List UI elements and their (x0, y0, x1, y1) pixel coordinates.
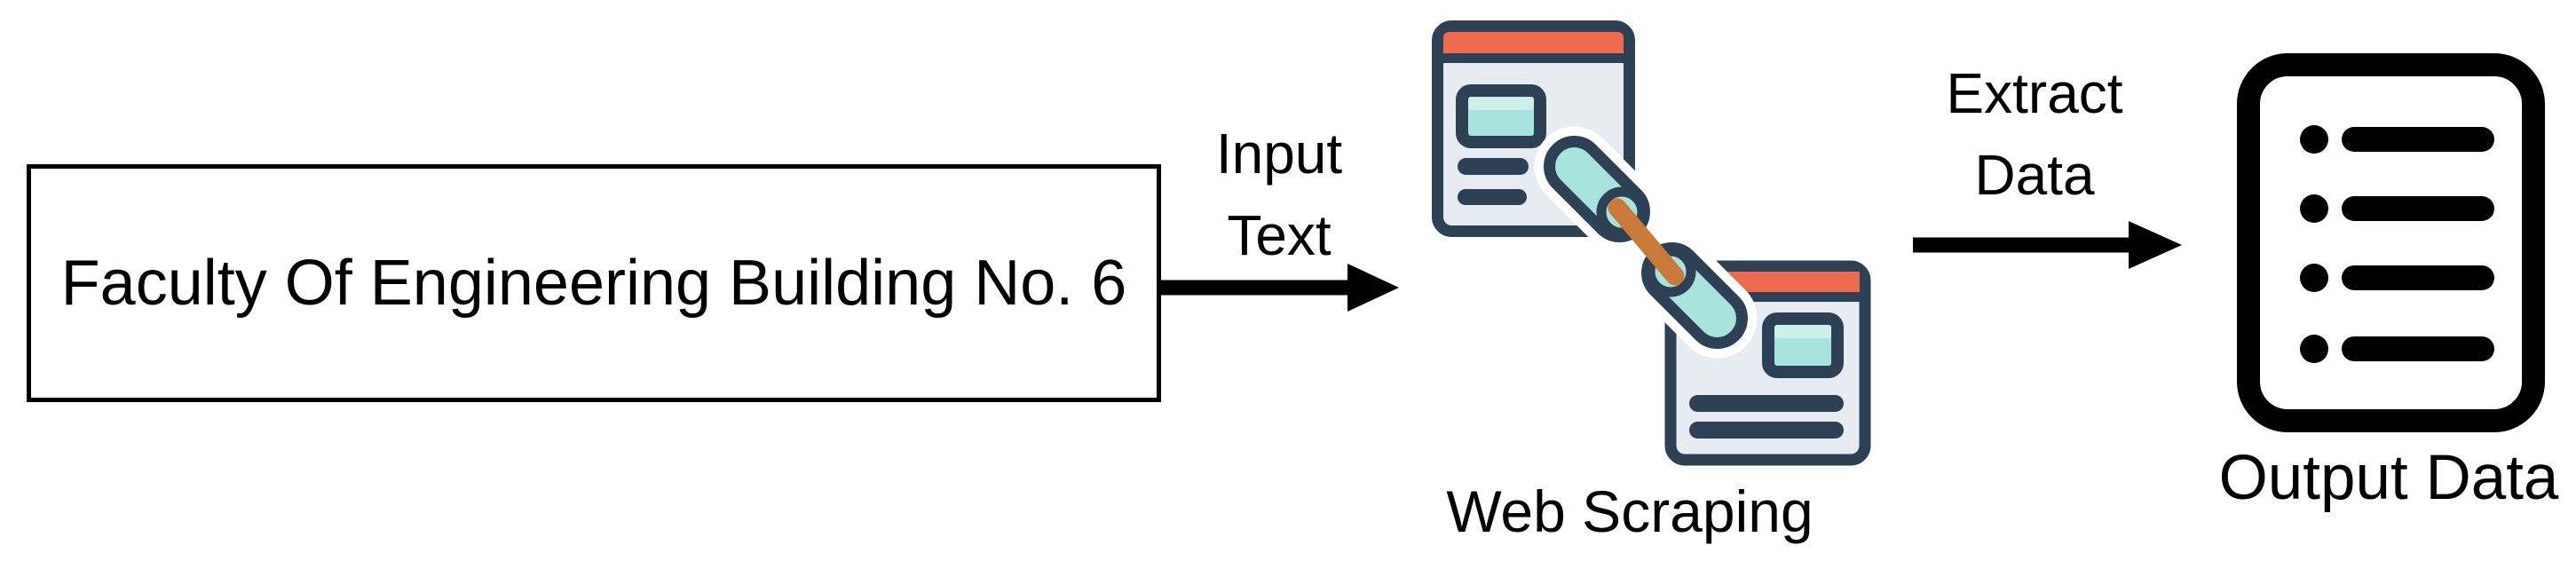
bullet-bar (2342, 265, 2494, 290)
browser-header-divider (1443, 53, 1624, 63)
extract-arrow-label: Extract Data (1901, 52, 2168, 216)
input-arrow (1161, 264, 1399, 312)
bullet-dot (2300, 125, 2328, 154)
bullet-dot (2300, 194, 2328, 223)
image-placeholder-highlight (1774, 325, 1831, 338)
text-line (1689, 422, 1844, 439)
bullet-dot (2300, 264, 2328, 292)
input-arrow-label-line2: Text (1227, 203, 1331, 267)
chain-connector-rod (1608, 198, 1685, 286)
bullet-bar (2342, 336, 2494, 361)
image-placeholder-highlight (1468, 97, 1534, 110)
input-text-box: Faculty Of Engineering Building No. 6 (27, 164, 1161, 402)
bullet-bar (2342, 127, 2494, 152)
chain-link-icon (1534, 126, 1758, 359)
extract-arrow (1913, 221, 2182, 269)
text-line (1458, 158, 1529, 175)
web-scraping-icon (1432, 20, 1871, 466)
input-arrow-head (1347, 264, 1399, 312)
document-outline (2237, 53, 2545, 432)
input-arrow-label-line1: Input (1215, 122, 1343, 186)
bullet-dot (2300, 335, 2328, 363)
output-data-label: Output Data (2218, 443, 2559, 513)
text-line (1689, 395, 1844, 412)
input-text-label: Faculty Of Engineering Building No. 6 (60, 248, 1127, 319)
input-arrow-label: Input Text (1146, 113, 1412, 276)
browser-header-bar (1443, 32, 1624, 56)
extract-arrow-label-line1: Extract (1946, 61, 2123, 125)
output-data-icon (2237, 53, 2545, 432)
extract-arrow-label-line2: Data (1974, 143, 2095, 207)
text-line (1458, 189, 1527, 205)
browser-header-divider (1677, 292, 1860, 302)
bullet-list (2300, 125, 2494, 363)
browser-window-bottom-right (1664, 260, 1871, 466)
web-scraping-label: Web Scraping (1446, 478, 1813, 544)
extract-arrow-head (2129, 221, 2182, 269)
bullet-bar (2342, 196, 2494, 221)
